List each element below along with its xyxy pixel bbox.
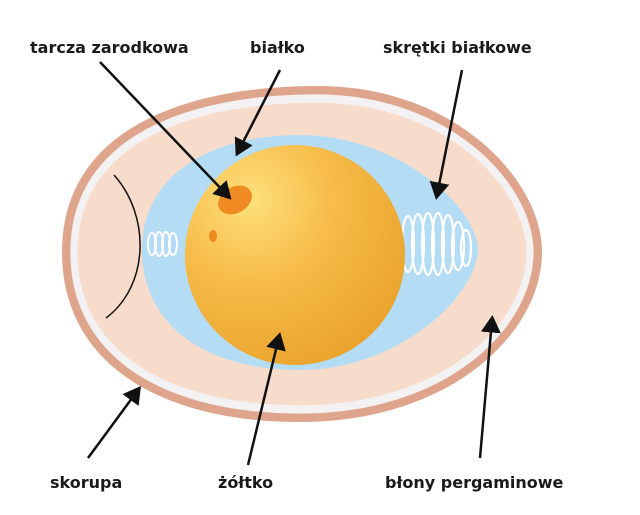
label-germinal-disc: tarcza zarodkowa (30, 38, 189, 57)
label-chalazae: skrętki białkowe (383, 38, 532, 57)
label-membranes: błony pergaminowe (385, 473, 564, 492)
arrow-germinal-disc (99, 61, 232, 200)
yolk-spot (209, 230, 217, 242)
arrow-yolk (246, 332, 286, 466)
label-yolk: żółtko (218, 473, 274, 492)
arrow-albumen (234, 69, 282, 157)
arrow-chalazae (429, 69, 464, 200)
label-albumen: białko (250, 38, 305, 57)
pointer-arrows (86, 61, 501, 466)
yolk (185, 145, 405, 365)
chalaza-left (147, 231, 178, 257)
arrow-membranes (478, 315, 501, 459)
arrow-shell (86, 385, 141, 459)
label-shell: skorupa (50, 473, 123, 492)
chalaza-right (400, 211, 473, 277)
air-cell-line (105, 174, 141, 319)
